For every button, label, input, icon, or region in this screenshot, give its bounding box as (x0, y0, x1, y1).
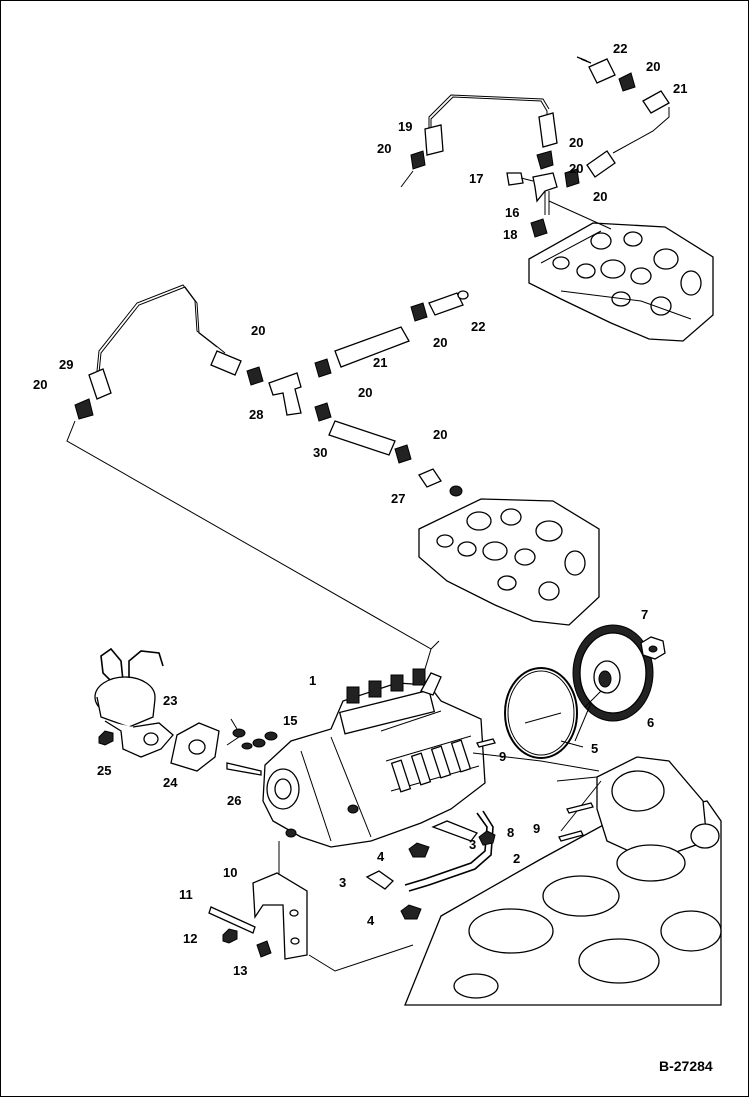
callout-26: 26 (227, 793, 241, 808)
callout-4-a: 4 (377, 849, 385, 864)
callout-21-mid: 21 (373, 355, 387, 370)
callout-29: 29 (59, 357, 73, 372)
callout-20-top-d: 20 (569, 161, 583, 176)
injection-pump-gear (572, 624, 654, 722)
callout-3-a: 3 (469, 837, 476, 852)
fuel-feed-pump (94, 647, 174, 758)
o-ring (504, 667, 578, 759)
stud-26 (226, 762, 262, 776)
callout-2: 2 (513, 851, 520, 866)
callout-20-top-a: 20 (646, 59, 660, 74)
callout-28: 28 (249, 407, 263, 422)
callout-20-mid-a: 20 (251, 323, 265, 338)
callout-30: 30 (313, 445, 327, 460)
nut-12 (222, 928, 238, 944)
document-number: B-27284 (659, 1058, 713, 1074)
callout-6: 6 (647, 715, 654, 730)
callout-20-mid-c: 20 (33, 377, 47, 392)
callout-11: 11 (179, 887, 193, 902)
callout-20-mid-e: 20 (433, 427, 447, 442)
callout-27: 27 (391, 491, 405, 506)
callout-22-top: 22 (613, 41, 627, 56)
callout-23: 23 (163, 693, 177, 708)
callout-19: 19 (398, 119, 412, 134)
oil-pipe (365, 810, 496, 920)
nut-25 (98, 730, 114, 746)
callout-10: 10 (223, 865, 237, 880)
callout-20-mid-b: 20 (433, 335, 447, 350)
callout-7: 7 (641, 607, 648, 622)
callout-9-a: 9 (499, 749, 506, 764)
bolt-13 (256, 940, 272, 958)
washers-15 (232, 728, 278, 750)
gasket (170, 722, 220, 772)
callout-20-mid-d: 20 (358, 385, 372, 400)
callout-labels: 22 20 21 19 20 20 20 17 20 16 18 20 22 2… (33, 41, 687, 978)
pump-bracket (252, 872, 308, 960)
cylinder-head-lower (418, 498, 600, 626)
callout-8: 8 (507, 825, 514, 840)
callout-18: 18 (503, 227, 517, 242)
callout-22-mid: 22 (471, 319, 485, 334)
callout-3-b: 3 (339, 875, 346, 890)
fuel-injection-pump (262, 668, 486, 848)
callout-24: 24 (163, 775, 178, 790)
callout-17: 17 (469, 171, 483, 186)
callout-9-b: 9 (533, 821, 540, 836)
leader-lines (226, 690, 602, 1006)
callout-21-top: 21 (673, 81, 687, 96)
callout-5: 5 (591, 741, 598, 756)
callout-20-top-c: 20 (377, 141, 391, 156)
callout-16: 16 (505, 205, 519, 220)
callout-13: 13 (233, 963, 247, 978)
cylinder-head-upper (528, 222, 714, 342)
engine-block (404, 756, 722, 1006)
callout-1: 1 (309, 673, 316, 688)
middle-fuel-line (66, 284, 469, 670)
callout-15: 15 (283, 713, 297, 728)
stud-11 (208, 906, 256, 934)
upper-fuel-line (400, 56, 670, 238)
callout-25: 25 (97, 763, 111, 778)
callout-4-b: 4 (367, 913, 375, 928)
callout-12: 12 (183, 931, 197, 946)
gear-nut (640, 636, 666, 660)
studs-9 (476, 738, 594, 842)
callout-20-top-b: 20 (569, 135, 583, 150)
callout-20-top-e: 20 (593, 189, 607, 204)
